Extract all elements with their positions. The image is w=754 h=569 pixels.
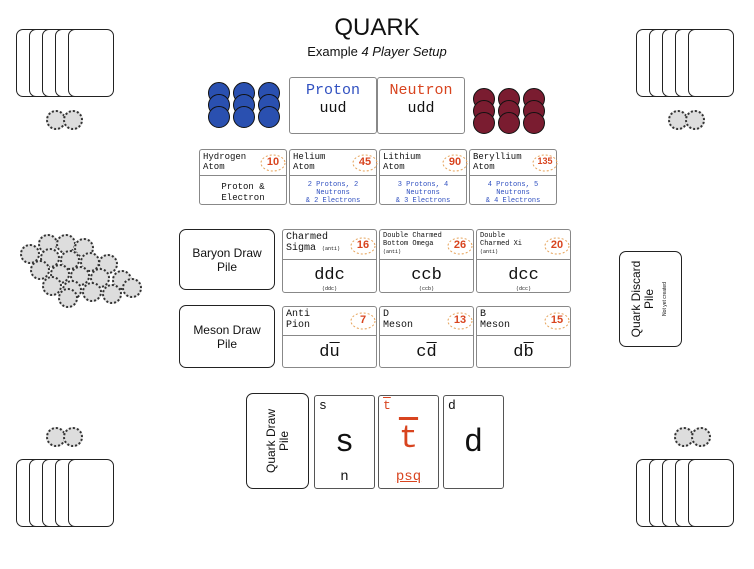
value-star-icon: 15 [544, 311, 570, 331]
atom-desc: 4 Protons, 5 Neutrons& 4 Electrons [485, 181, 541, 205]
value-star-icon: 10 [260, 153, 286, 173]
game-subtitle: Example 4 Player Setup [0, 44, 754, 59]
neutron-card[interactable]: Neutron udd [377, 77, 465, 134]
baryon-quarks-small: (ccb) [418, 286, 434, 292]
up-quark-token-stack[interactable] [206, 82, 282, 132]
atom-desc: 2 Protons, 2 Neutrons& 2 Electrons [305, 181, 361, 205]
quark-center: t [398, 420, 419, 457]
player-token [685, 110, 705, 130]
quark-card-d[interactable]: d d [443, 395, 504, 489]
neutron-name: Neutron [389, 82, 453, 99]
baryon-quarks: dcc [508, 266, 539, 285]
value-star-icon: 26 [447, 236, 473, 256]
baryon-quarks: ddc [314, 266, 345, 285]
subtitle-prefix: Example [307, 44, 362, 59]
proton-card[interactable]: Proton uud [289, 77, 377, 134]
quark-center: s [334, 424, 355, 461]
player-token [691, 427, 711, 447]
baryon-quarks-small: (dcc) [515, 286, 531, 292]
player-hand-bottom-left[interactable] [16, 427, 116, 532]
meson-quarks: cd [416, 343, 437, 362]
value-star-icon: 90 [442, 153, 468, 173]
quark-card-t[interactable]: t t psq [378, 395, 439, 489]
proton-quarks: uud [319, 100, 347, 117]
down-quark-token-stack[interactable] [471, 88, 547, 138]
player-hand-top-right[interactable] [636, 29, 736, 130]
atom-desc: Proton &Electron [221, 182, 265, 203]
quark-corner: s [319, 398, 327, 413]
value-star-icon: 13 [447, 311, 473, 331]
proton-name: Proton [305, 82, 360, 99]
quark-card-s[interactable]: s s n [314, 395, 375, 489]
player-token [63, 427, 83, 447]
baryon-quarks: ccb [411, 266, 442, 285]
meson-quarks: du [319, 343, 340, 362]
baryon-quarks-small: (ddc) [321, 286, 337, 292]
meson-quarks: db [513, 343, 534, 362]
quark-bottom: psq [395, 469, 422, 485]
value-star-icon: 135 [532, 153, 558, 173]
game-title: QUARK [334, 14, 420, 41]
grey-token-pile[interactable] [18, 234, 142, 309]
quark-corner: d [448, 398, 456, 413]
quark-corner: t [383, 398, 391, 413]
player-token [63, 110, 83, 130]
value-star-icon: 16 [350, 236, 376, 256]
value-star-icon: 7 [350, 311, 376, 331]
atom-desc: 3 Protons, 4 Neutrons& 3 Electrons [395, 181, 451, 205]
player-hand-bottom-right[interactable] [636, 427, 736, 532]
quark-center: d [463, 424, 484, 461]
player-hand-top-left[interactable] [16, 29, 116, 130]
subtitle-italic: 4 Player Setup [361, 44, 447, 59]
quark-bottom: n [340, 469, 349, 485]
value-star-icon: 20 [544, 236, 570, 256]
value-star-icon: 45 [352, 153, 378, 173]
neutron-quarks: udd [407, 100, 435, 117]
